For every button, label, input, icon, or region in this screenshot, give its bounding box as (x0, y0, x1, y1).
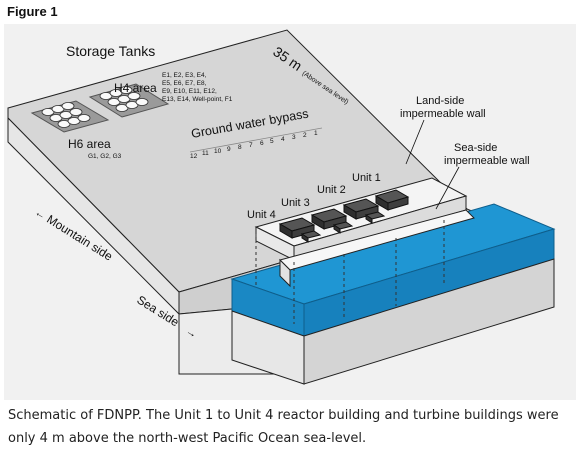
mountain-side-arrow: ← (32, 206, 48, 222)
land-side-wall-label-1: Land-side (416, 95, 464, 107)
sea-side-wall-pointer (435, 166, 460, 210)
unit-2-buildings (342, 198, 386, 224)
h6-tanks (41, 102, 91, 128)
bypass-well-8: 8 (238, 144, 242, 151)
bypass-line (189, 127, 323, 153)
fdnpp-schematic: Storage Tanks H4 area E1, E2, E3, E4, E5… (7, 29, 556, 385)
bypass-well-2: 2 (303, 132, 307, 139)
unit-1-label: Unit 1 (352, 172, 381, 184)
h4-wells-line1: E1, E2, E3, E4, (162, 72, 207, 79)
h4-area-label: H4 area (114, 81, 157, 95)
h4-wells-line2: E5, E6, E7, E8, (162, 80, 207, 87)
land-side-wall-label-2: impermeable wall (400, 108, 486, 120)
bypass-well-3: 3 (292, 134, 296, 141)
unit-4-label: Unit 4 (247, 209, 276, 221)
h6-area-label: H6 area (68, 137, 111, 151)
sea-side-wall-label-2: impermeable wall (444, 155, 530, 167)
unit-1-buildings (374, 189, 410, 211)
bypass-well-7: 7 (249, 142, 253, 149)
bypass-well-4: 4 (281, 136, 285, 143)
land-side-wall-pointer (405, 119, 425, 165)
bypass-well-6: 6 (260, 140, 264, 147)
unit-2-label: Unit 2 (317, 184, 346, 196)
unit-4-buildings (278, 217, 322, 243)
storage-tanks-label: Storage Tanks (66, 43, 155, 59)
sea-side-wall-face (279, 258, 291, 288)
bypass-well-9: 9 (227, 146, 231, 153)
bypass-well-12: 12 (190, 153, 198, 160)
unit-3-label: Unit 3 (281, 197, 310, 209)
bypass-well-5: 5 (270, 138, 274, 145)
bypass-well-numbers: 12 11 10 9 8 7 6 5 4 3 2 1 (190, 130, 318, 160)
figure-label: Figure 1 (7, 4, 58, 19)
unit-3-buildings (310, 208, 354, 234)
figure-caption: Schematic of FDNPP. The Unit 1 to Unit 4… (8, 408, 559, 446)
h4-wells-line3: E9, E10, E11, E12, (162, 88, 217, 95)
h4-wells-line4: E13, E14, Well-point, F1 (162, 96, 233, 103)
h4-tanks (99, 86, 149, 112)
sea-side-wall-label-1: Sea-side (454, 142, 497, 154)
bypass-well-1: 1 (314, 130, 318, 137)
bypass-well-11: 11 (202, 150, 209, 157)
bypass-well-10: 10 (214, 148, 222, 155)
bedrock-side (303, 258, 555, 385)
sea-side-arrow: → (184, 325, 200, 341)
h6-wells-label: G1, G2, G3 (88, 153, 122, 160)
